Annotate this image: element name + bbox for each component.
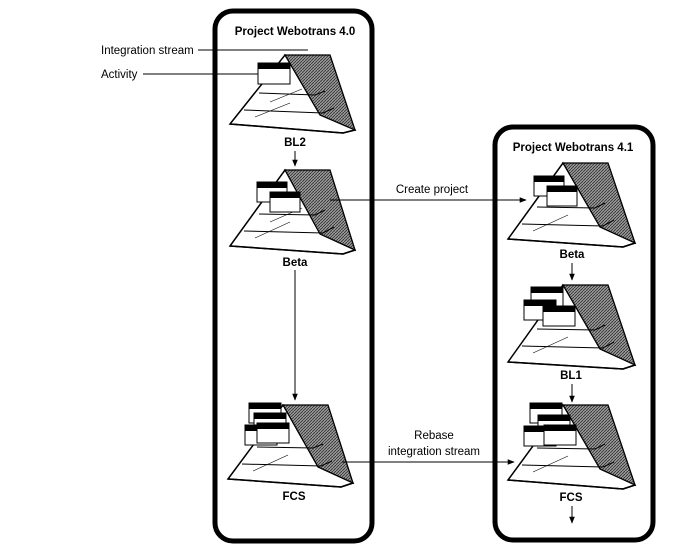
callout-activity: Activity <box>101 69 138 81</box>
baseline-label-bl2: BL2 <box>284 137 306 149</box>
baseline-pyramid <box>506 283 637 370</box>
rebase-label-line1: Rebase <box>414 430 454 442</box>
baseline-pyramid <box>228 168 357 255</box>
baseline-pyramid <box>506 402 637 490</box>
create-project-label: Create project <box>396 184 469 196</box>
project-4-0-title: Project Webotrans 4.0 <box>235 26 356 38</box>
baseline-label-bl1: BL1 <box>560 370 582 382</box>
baseline-label-fcs: FCS <box>283 491 306 503</box>
baseline-label-fcs-41: FCS <box>560 492 583 504</box>
project-4-1-title: Project Webotrans 4.1 <box>513 142 634 154</box>
baseline-pyramid <box>226 402 355 488</box>
callout-integration-stream: Integration stream <box>101 45 194 57</box>
baseline-label-beta: Beta <box>283 257 309 269</box>
rebase-label-line2: integration stream <box>388 446 480 458</box>
baseline-pyramid <box>228 53 357 134</box>
baseline-pyramid <box>506 161 637 248</box>
baseline-label-beta-41: Beta <box>560 249 586 261</box>
